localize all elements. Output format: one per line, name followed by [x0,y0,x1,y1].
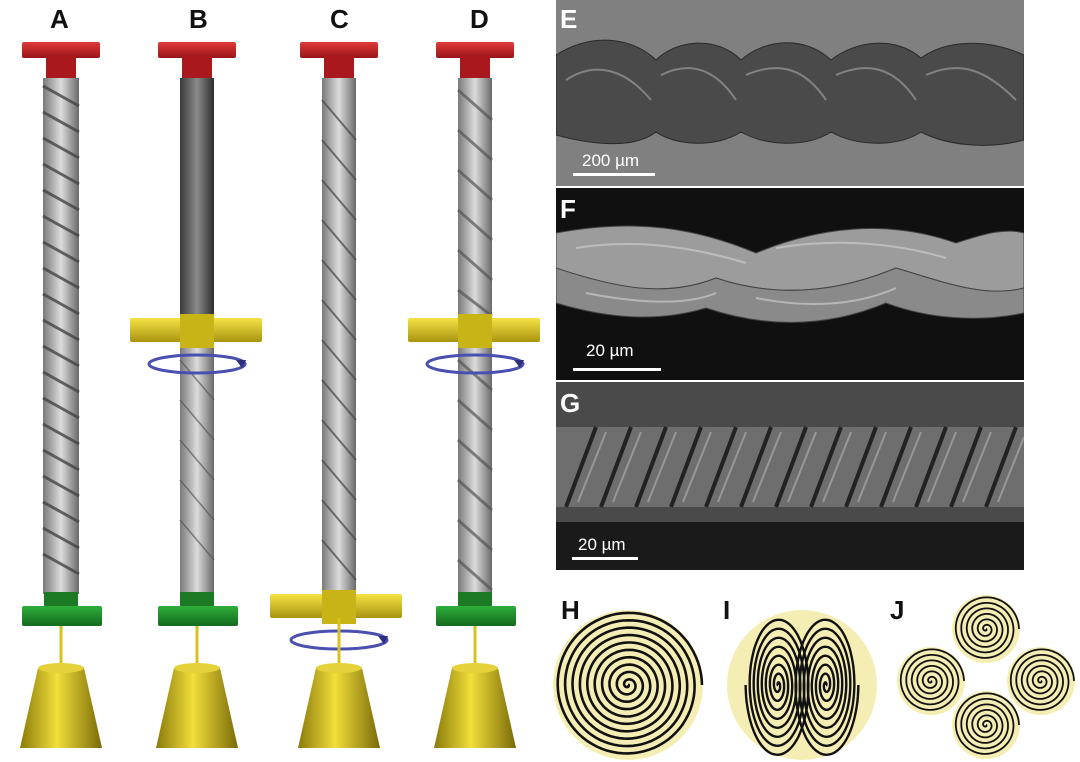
sem-panel-f: F 20 µm [556,188,1024,380]
apparatus-d [408,42,540,748]
sem-image-f [556,188,1024,380]
scalebar-e [573,173,655,176]
panel-label-d: D [470,4,489,34]
scalebar-f [573,368,661,371]
sem-image-g [556,382,1024,570]
spiral-diagrams [553,595,1075,760]
scalebar-label-e: 200 µm [582,151,640,170]
panel-label-f: F [560,194,576,224]
sem-panel-g: G 20 µm [556,382,1024,570]
panel-label-g: G [560,388,581,418]
apparatus-illustration [20,42,540,748]
panel-label-e: E [560,4,578,34]
panel-label-a: A [50,4,69,34]
scalebar-g [572,557,638,560]
panel-label-j: J [890,595,905,625]
apparatus-b [130,42,262,748]
sem-panel-e: E 200 µm [556,0,1024,186]
apparatus-a [20,42,102,748]
panel-label-i: I [723,595,731,625]
sem-image-e [556,0,1024,186]
panel-label-c: C [330,4,349,34]
panel-label-h: H [561,595,580,625]
apparatus-c [270,42,402,748]
spiral-i [727,610,877,760]
scalebar-label-g: 20 µm [578,535,626,554]
spiral-j [897,595,1075,759]
panel-label-b: B [189,4,208,34]
scalebar-label-f: 20 µm [586,341,634,360]
spiral-h [553,610,704,760]
